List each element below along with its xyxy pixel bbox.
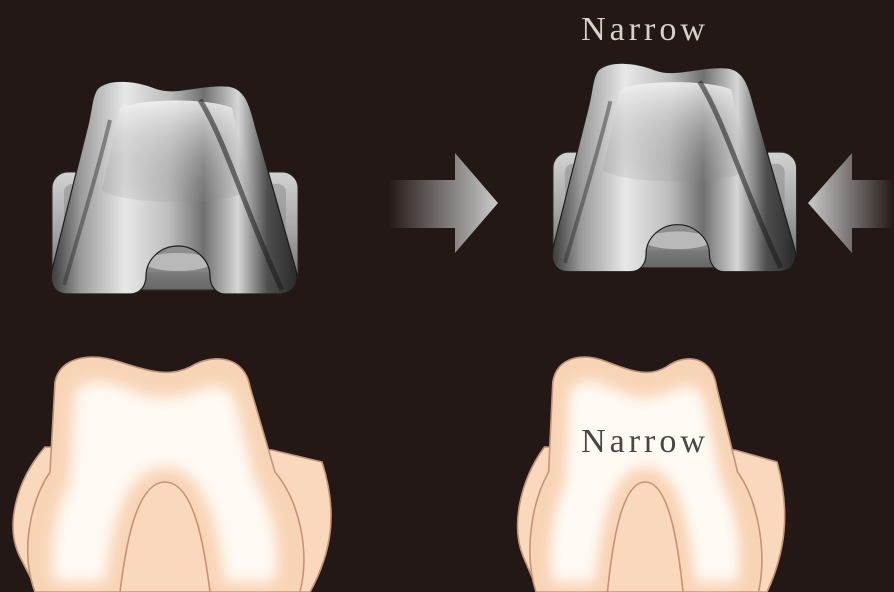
standard-femoral-implant [51,81,298,294]
left-arrow-icon [808,153,894,253]
narrow-femur-bone [518,357,785,592]
standard-femur-bone [13,357,331,592]
narrow-label-bone: Narrow [581,423,709,460]
right-arrow-icon [388,153,498,253]
narrow-femoral-implant [552,63,796,272]
narrow-label-top: Narrow [581,11,709,48]
